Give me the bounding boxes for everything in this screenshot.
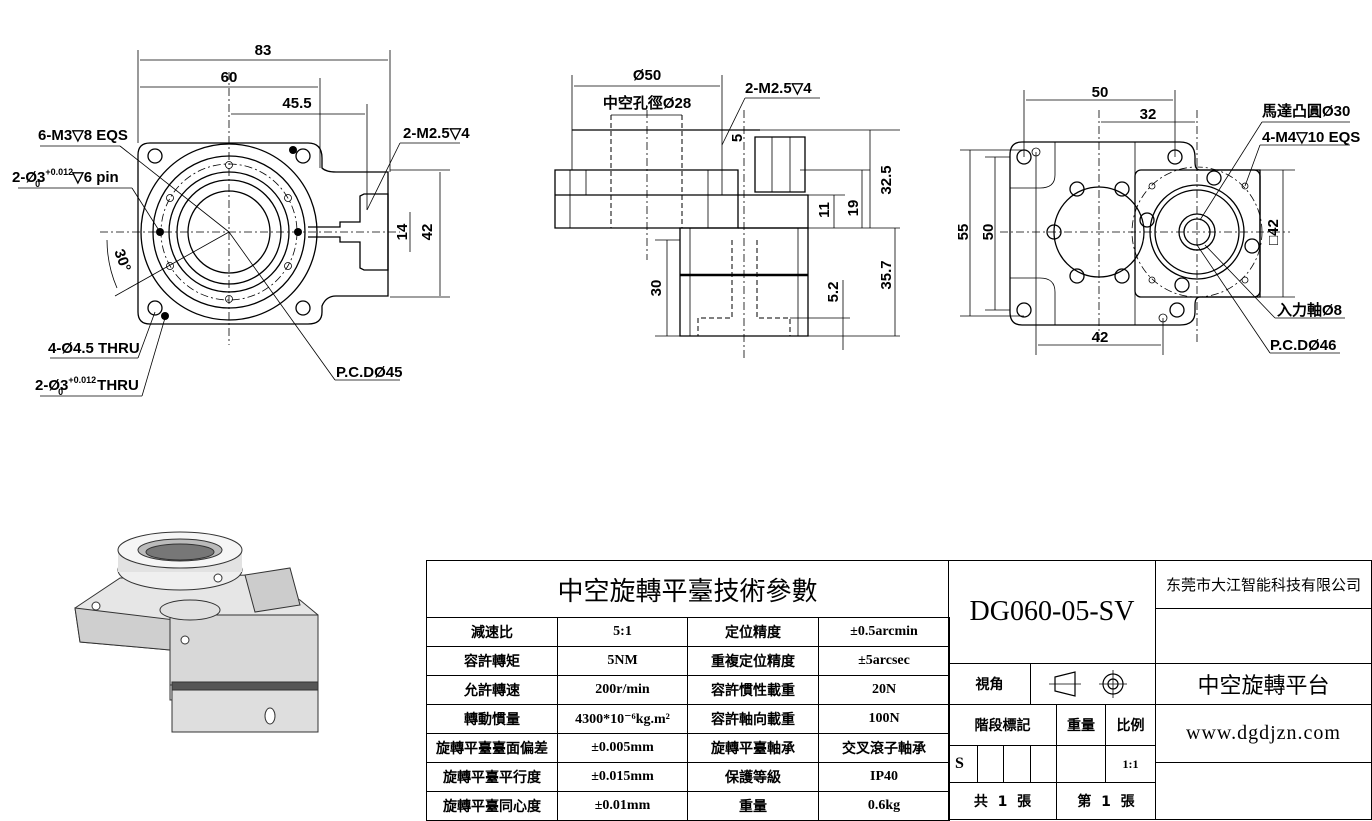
note-m3-eqs: 6-M3▽8 EQS [38,127,128,144]
spec-value: 200r/min [557,675,688,705]
dim-55: 55 [955,224,972,241]
scale-value: 1:1 [1105,745,1156,783]
spec-label: 重量 [687,791,819,821]
company-name: 东莞市大江智能科技有限公司 [1155,560,1372,609]
spec-label: 容許軸向載重 [687,704,819,734]
dim-35-7: 35.7 [878,260,895,289]
angle-30: 30° [110,247,134,274]
square-42: □42 [1265,219,1282,245]
weight-label: 重量 [1056,704,1106,746]
spec-value: 4300*10⁻⁶kg.m² [557,704,688,734]
spec-value: ±0.005mm [557,733,688,763]
dim-45-5: 45.5 [282,95,311,112]
model-number: DG060-05-SV [948,560,1156,664]
spec-value: 20N [818,675,950,705]
dim-42-back: 42 [1092,329,1109,346]
dim-42: 42 [419,224,436,241]
website: www.dgdjzn.com [1186,722,1341,744]
product-3d-render [74,531,319,733]
note-m2-5: 2-M2.5▽4 [403,125,470,142]
spec-value: 5NM [557,646,688,676]
dim-83: 83 [255,42,272,59]
note-m4-eqs: 4-M4▽10 EQS [1262,129,1360,146]
spec-label: 減速比 [426,617,558,647]
spec-label: 旋轉平臺軸承 [687,733,819,763]
dim-19: 19 [845,200,862,217]
spec-label: 容許慣性載重 [687,675,819,705]
dim-32: 32 [1140,106,1157,123]
pcd-46: P.C.DØ46 [1270,337,1336,354]
dim-11: 11 [816,202,833,218]
third-angle-projection-icon [1049,670,1127,698]
dim-50-vertical: 50 [980,224,997,241]
dim-32-5: 32.5 [878,165,895,194]
scale-label: 比例 [1105,704,1156,746]
spec-label: 容許轉矩 [426,646,558,676]
spec-label: 轉動慣量 [426,704,558,734]
spec-value: ±0.5arcmin [818,617,950,647]
stage-label: 階段標記 [948,704,1057,746]
stage-cell [1030,745,1057,783]
dim-diameter-50: Ø50 [633,67,661,84]
back-view: 50 32 馬達凸圓Ø30 4-M4▽10 EQS 55 50 □42 42 入… [955,84,1360,355]
spec-value: 交叉滾子軸承 [818,733,950,763]
spec-label: 保護等級 [687,762,819,792]
sheet-number: 第 1 張 [1056,782,1156,820]
blank-cell [1155,762,1372,820]
input-shaft-8: 入力軸Ø8 [1277,301,1342,319]
view-label: 視角 [948,663,1031,705]
product-name: 中空旋轉平台 [1155,663,1372,705]
note-thru-4-5: 4-Ø4.5 THRU [48,340,140,357]
spec-label: 旋轉平臺平行度 [426,762,558,792]
blank-cell [1155,608,1372,664]
spec-label: 允許轉速 [426,675,558,705]
spec-value: 5:1 [557,617,688,647]
stage-value: S [948,745,978,783]
note-m2-5-side: 2-M2.5▽4 [745,80,812,97]
motor-boss-30: 馬達凸圓Ø30 [1262,102,1350,120]
website-cell: www.dgdjzn.com [1155,704,1372,763]
dim-14: 14 [394,223,411,240]
spec-label: 旋轉平臺同心度 [426,791,558,821]
spec-label: 旋轉平臺臺面偏差 [426,733,558,763]
spec-value: IP40 [818,762,950,792]
dim-50-back: 50 [1092,84,1109,101]
spec-value: 100N [818,704,950,734]
spec-table-title: 中空旋轉平臺技術參數 [426,560,949,618]
stage-cell [977,745,1004,783]
pcd-45: P.C.DØ45 [336,364,402,381]
dim-5-2: 5.2 [825,282,842,303]
stage-cell [1003,745,1031,783]
total-sheets: 共 1 張 [948,782,1057,820]
spec-value: 0.6kg [818,791,950,821]
weight-value [1056,745,1106,783]
spec-label: 重複定位精度 [687,646,819,676]
dim-5: 5 [729,134,746,142]
side-view: Ø50 中空孔徑Ø28 2-M2.5▽4 5 32.5 11 19 30 5.2… [554,67,900,358]
hollow-bore-28: 中空孔徑Ø28 [603,94,691,112]
spec-value: ±0.015mm [557,762,688,792]
spec-value: ±5arcsec [818,646,950,676]
spec-label: 定位精度 [687,617,819,647]
spec-value: ±0.01mm [557,791,688,821]
dim-30: 30 [648,280,665,297]
dim-60: 60 [221,69,238,86]
projection-symbol [1030,663,1156,705]
